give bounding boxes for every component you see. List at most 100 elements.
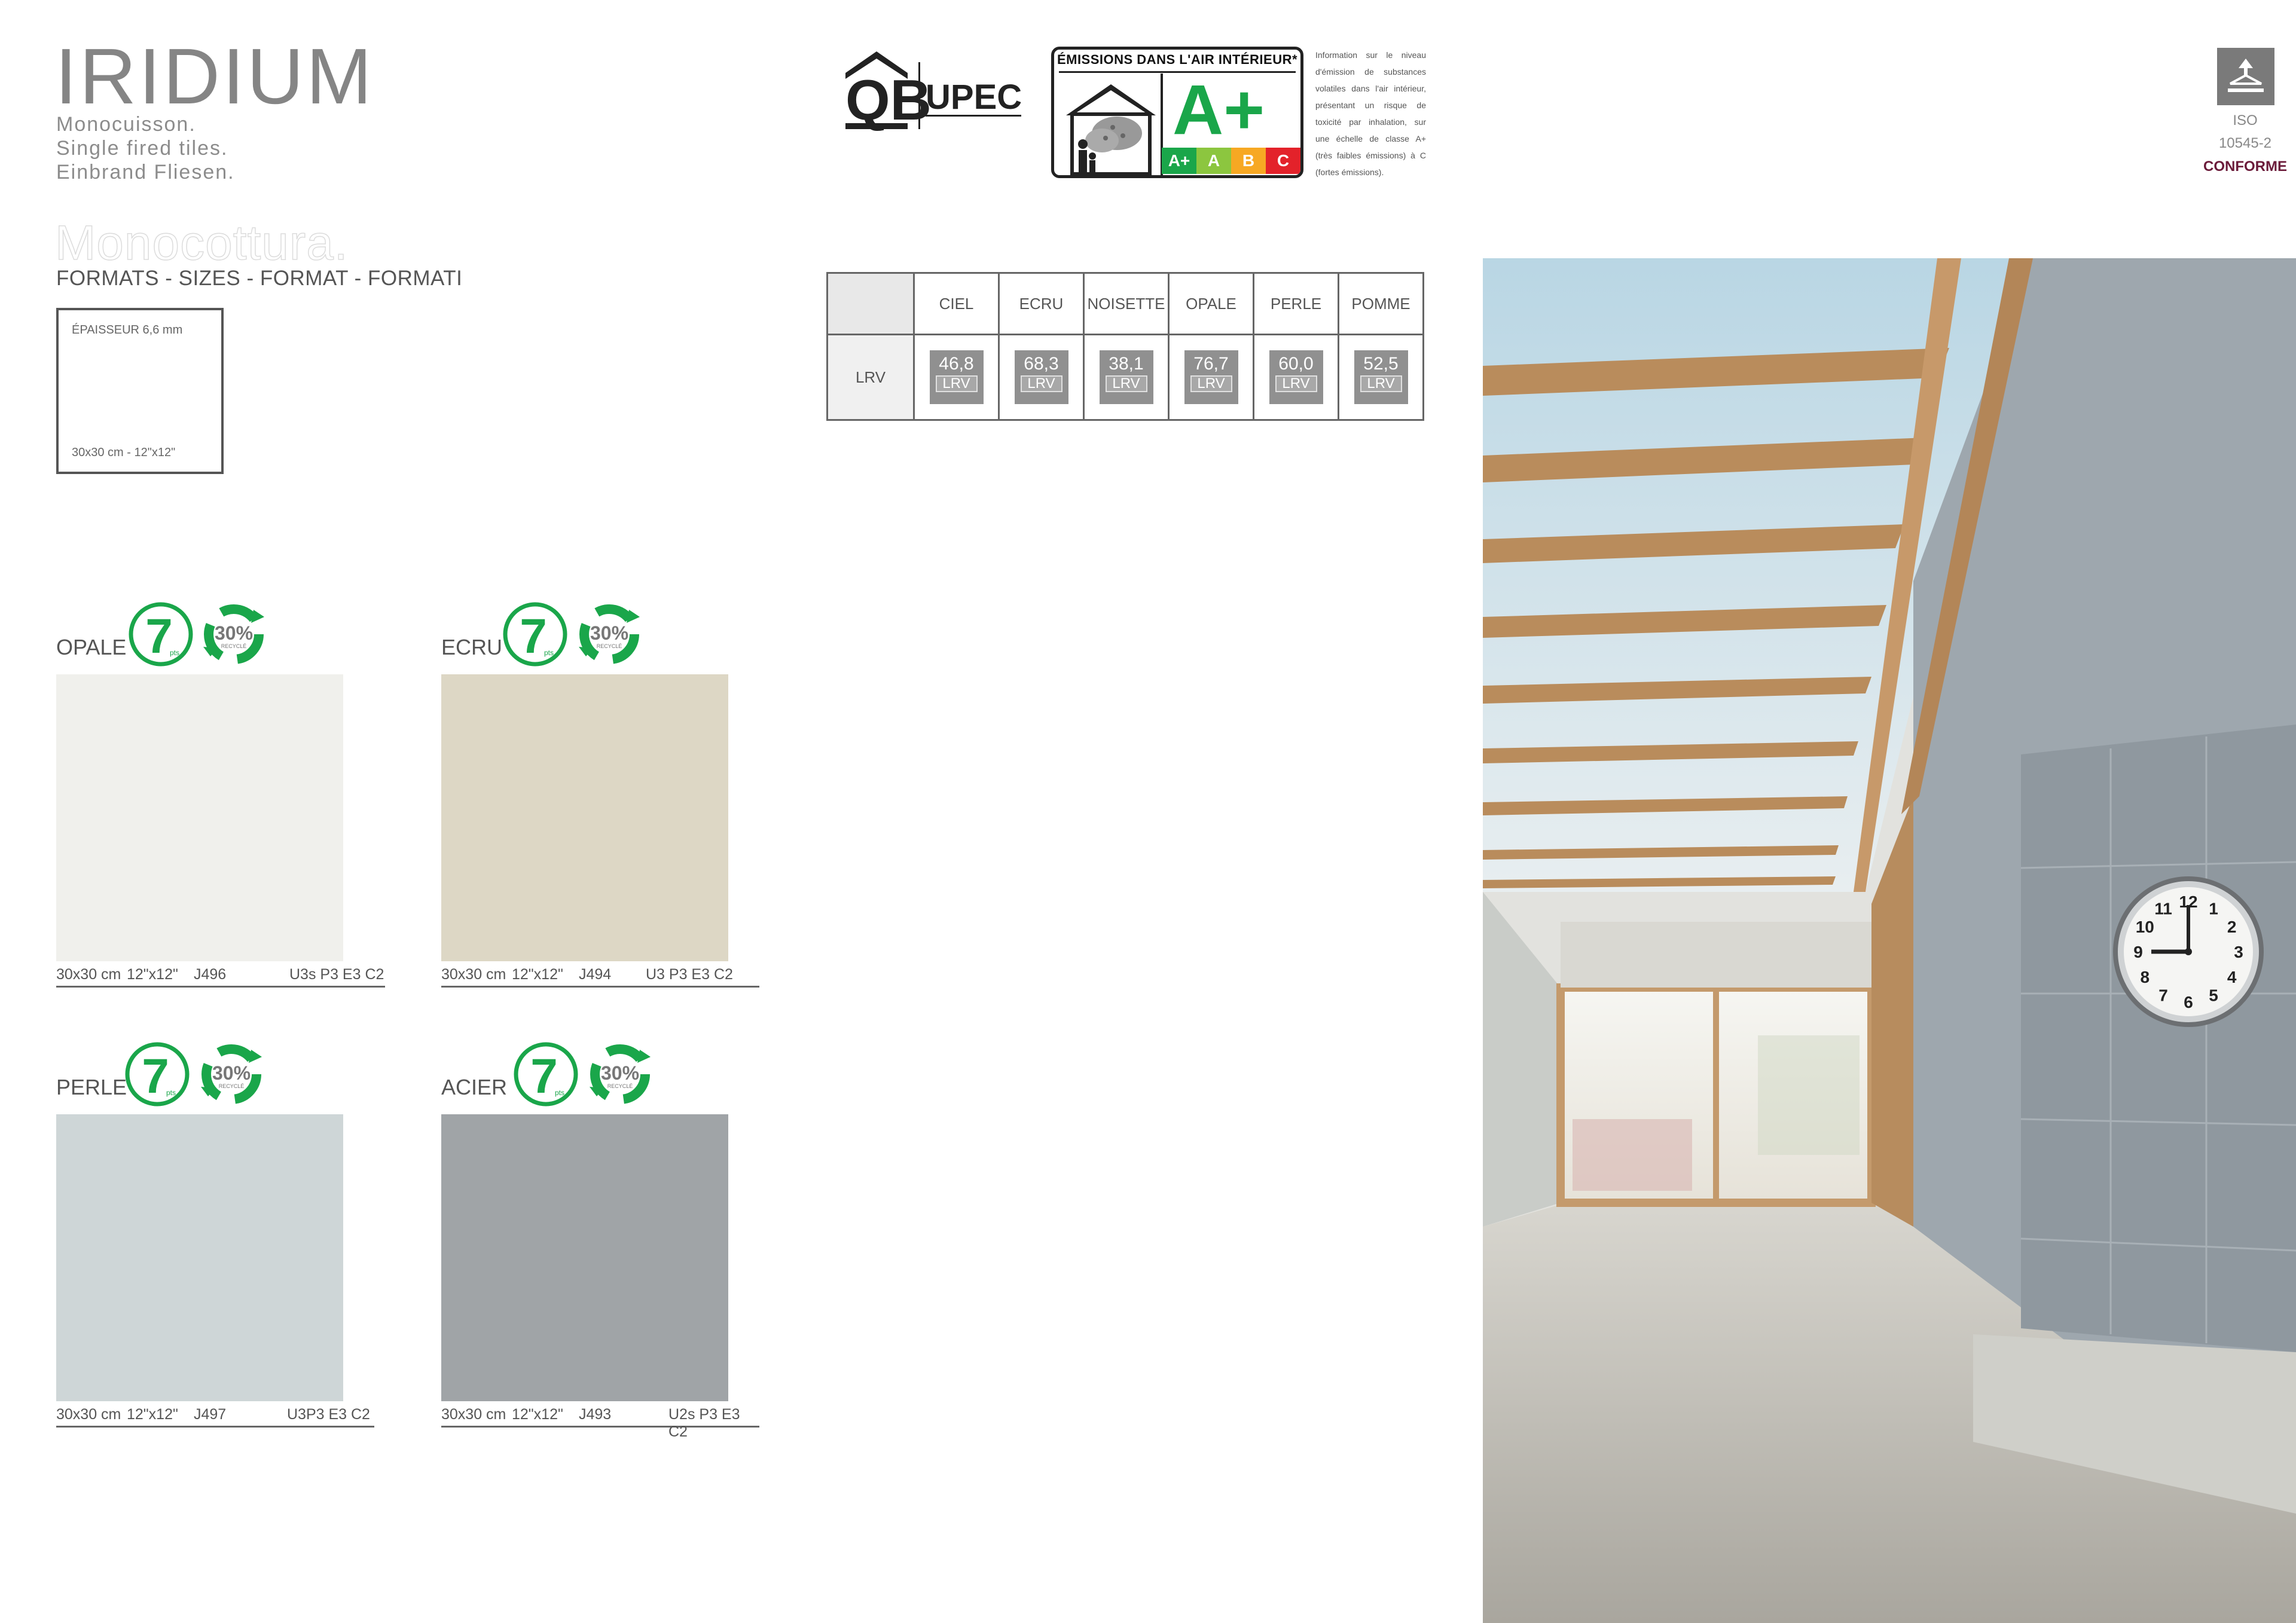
lrv-chip-label: LRV xyxy=(1360,375,1402,392)
lrv-chip-label: LRV xyxy=(935,375,978,392)
clock-numeral: 9 xyxy=(2133,943,2143,961)
qb-upec-logo: QB UPEC xyxy=(843,49,1025,132)
clock-numeral: 11 xyxy=(2154,899,2172,918)
points-unit: pts xyxy=(555,1089,564,1097)
lrv-value: 46,8 xyxy=(939,354,974,374)
spec-size-in: 12"x12" xyxy=(512,1406,563,1423)
scale-a-plus: A+ xyxy=(1162,148,1196,174)
recycled-label: RECYCLÉ xyxy=(607,1083,633,1089)
thickness-label: ÉPAISSEUR 6,6 mm xyxy=(72,323,183,337)
tile-swatch-perle xyxy=(56,1114,343,1401)
spec-code: J493 xyxy=(579,1406,612,1423)
row-label: LRV xyxy=(826,334,915,421)
spec-code: J497 xyxy=(194,1406,227,1423)
formats-heading: FORMATS - SIZES - FORMAT - FORMATI xyxy=(56,267,463,290)
recycled-value: 30% xyxy=(590,622,628,644)
spec-class: U3s P3 E3 C2 xyxy=(289,966,384,983)
spec-size-cm: 30x30 cm xyxy=(441,966,506,983)
points-value: 7 xyxy=(145,609,173,664)
spec-class: U3 P3 E3 C2 xyxy=(646,966,733,983)
subtitle-en: Single fired tiles. xyxy=(56,137,228,160)
spec-size-cm: 30x30 cm xyxy=(441,1406,506,1423)
iso-test-icon xyxy=(2217,48,2274,105)
format-size-label: 30x30 cm - 12"x12" xyxy=(72,446,176,459)
ghost-title: Monocottura. xyxy=(54,215,349,271)
spec-size-in: 12"x12" xyxy=(512,966,563,983)
format-box: ÉPAISSEUR 6,6 mm 30x30 cm - 12"x12" xyxy=(56,308,224,474)
spec-code: J494 xyxy=(579,966,612,983)
clock-numeral: 3 xyxy=(2234,943,2243,961)
clock-numeral: 8 xyxy=(2141,968,2150,986)
lrv-chip-label: LRV xyxy=(1105,375,1147,392)
spec-size-in: 12"x12" xyxy=(127,966,178,983)
emissions-label: ÉMISSIONS DANS L'AIR INTÉRIEUR* A+ A+ A … xyxy=(1051,47,1303,178)
recycled-value: 30% xyxy=(212,1062,251,1084)
qb-house-icon: QB UPEC xyxy=(845,51,1022,132)
house-family-icon xyxy=(1066,84,1156,175)
spec-class: U2s P3 E3 C2 xyxy=(668,1406,740,1440)
points-value: 7 xyxy=(520,609,547,664)
lrv-chip-label: LRV xyxy=(1275,375,1317,392)
tile-name-acier: ACIER xyxy=(441,1075,508,1099)
tile-swatch-acier xyxy=(441,1114,728,1401)
lrv-value: 76,7 xyxy=(1193,354,1229,374)
clock-numeral: 4 xyxy=(2227,968,2237,986)
iso-status: CONFORME xyxy=(2203,158,2287,175)
lrv-table: CIEL ECRU NOISETTE OPALE PERLE POMME LRV… xyxy=(826,272,1424,421)
emissions-note: Information sur le niveau d'émission de … xyxy=(1315,50,1426,177)
points-unit: pts xyxy=(170,649,179,657)
clock-numeral: 10 xyxy=(2136,918,2154,936)
iso-label: ISO xyxy=(2233,112,2258,129)
spec-size-in: 12"x12" xyxy=(127,1406,178,1423)
col-perle: PERLE xyxy=(1253,272,1339,335)
recycled-label: RECYCLÉ xyxy=(219,1083,245,1089)
recycled-label: RECYCLÉ xyxy=(597,643,622,649)
qb-mark: QB xyxy=(845,68,932,132)
emissions-scale: A+ A B C xyxy=(1162,148,1300,174)
clock-numeral: 7 xyxy=(2158,986,2168,1005)
subtitle-fr: Monocuisson. xyxy=(56,113,196,136)
col-ciel: CIEL xyxy=(913,272,1000,335)
lrv-value: 68,3 xyxy=(1024,354,1059,374)
scale-a: A xyxy=(1196,148,1231,174)
tile-spec-opale: 30x30 cm 12"x12" J496 U3s P3 E3 C2 xyxy=(56,966,385,988)
col-pomme: POMME xyxy=(1338,272,1424,335)
subtitle-de: Einbrand Fliesen. xyxy=(56,161,235,184)
emissions-title: ÉMISSIONS DANS L'AIR INTÉRIEUR* xyxy=(1057,52,1298,67)
tile-name-ecru: ECRU xyxy=(441,635,503,659)
emissions-grade: A+ xyxy=(1173,71,1265,149)
points-value: 7 xyxy=(530,1049,558,1104)
col-opale: OPALE xyxy=(1168,272,1254,335)
tile-swatch-opale xyxy=(56,674,343,961)
upec-text: UPEC xyxy=(926,78,1022,117)
tile-name-perle: PERLE xyxy=(56,1075,127,1099)
spec-size-cm: 30x30 cm xyxy=(56,966,121,983)
lrv-value: 60,0 xyxy=(1278,354,1314,374)
recycled-30-icon: 30%RECYCLÉ xyxy=(585,1039,655,1112)
points-value: 7 xyxy=(142,1049,169,1104)
points-unit: pts xyxy=(166,1089,176,1097)
recycled-value: 30% xyxy=(215,622,253,644)
col-ecru: ECRU xyxy=(998,272,1085,335)
tile-name-opale: OPALE xyxy=(56,635,127,659)
lrv-value: 38,1 xyxy=(1109,354,1144,374)
points-unit: pts xyxy=(544,649,554,657)
tile-spec-acier: 30x30 cm 12"x12" J493 U2s P3 E3 C2 xyxy=(441,1406,759,1440)
tile-spec-perle: 30x30 cm 12"x12" J497 U3P3 E3 C2 xyxy=(56,1406,374,1428)
clock-numeral: 5 xyxy=(2209,986,2218,1005)
tile-spec-ecru: 30x30 cm 12"x12" J494 U3 P3 E3 C2 xyxy=(441,966,759,988)
scale-c: C xyxy=(1266,148,1300,174)
